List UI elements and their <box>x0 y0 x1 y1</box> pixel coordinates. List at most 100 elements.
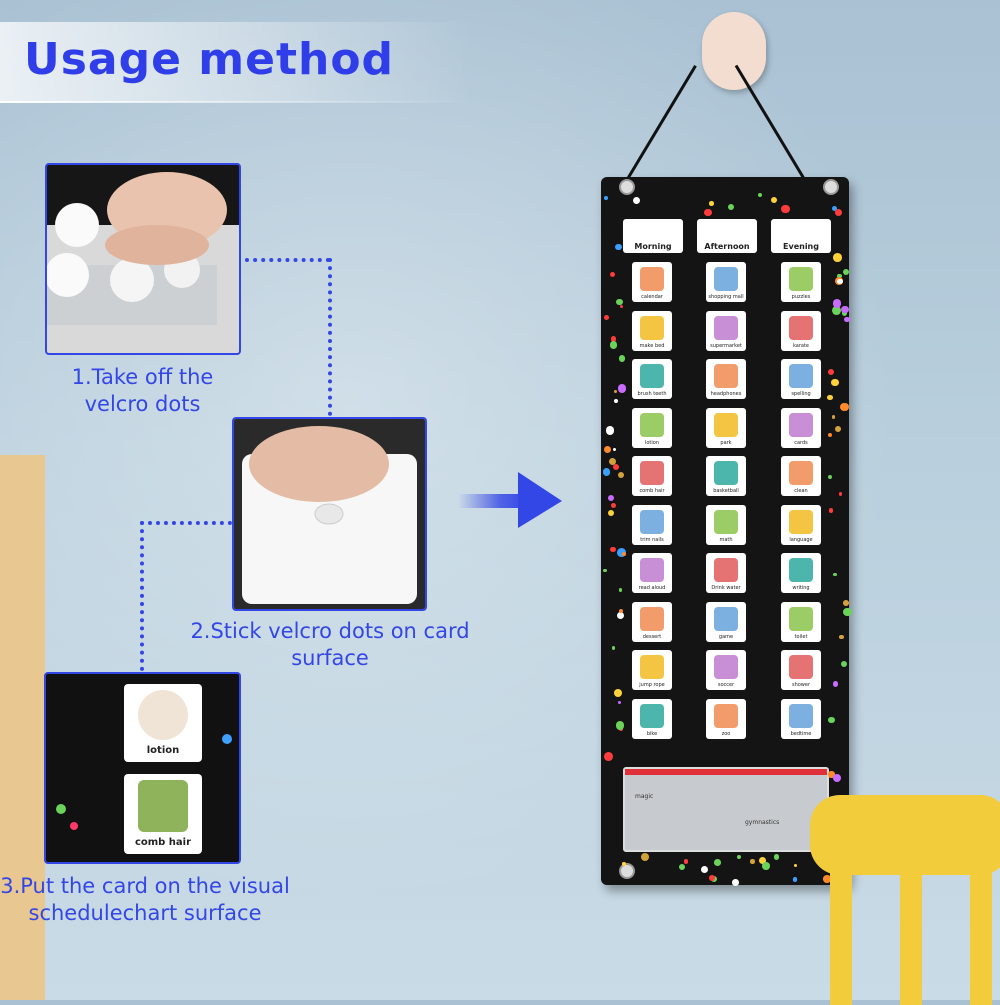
confetti-dot <box>759 857 767 865</box>
card-comb-hair-label: comb hair <box>134 837 192 848</box>
schedule-card[interactable]: bedtime <box>781 698 821 739</box>
schedule-card[interactable]: cards <box>781 407 821 448</box>
schedule-card[interactable]: bike <box>632 698 672 739</box>
schedule-card-label: lotion <box>644 439 660 446</box>
page-title: Usage method <box>24 34 395 85</box>
schedule-card[interactable]: park <box>706 407 746 448</box>
confetti-dot <box>612 646 616 650</box>
schedule-card-label: jump rope <box>639 682 665 688</box>
card-illustration-icon <box>714 606 738 631</box>
confetti-dot <box>781 204 790 214</box>
schedule-card-label: brush teeth <box>637 391 667 397</box>
lotion-illustration-icon <box>138 690 188 740</box>
schedule-card[interactable]: headphones <box>706 359 746 399</box>
title-banner <box>0 22 470 102</box>
schedule-card[interactable]: clean <box>781 456 821 496</box>
yellow-chair <box>810 795 1000 1005</box>
card-illustration-icon <box>640 461 664 485</box>
schedule-card-label: game <box>718 633 734 640</box>
schedule-card[interactable]: dessert <box>632 601 672 642</box>
confetti-dot <box>831 378 839 387</box>
schedule-card[interactable]: soccer <box>706 650 746 690</box>
confetti-dot <box>831 206 837 212</box>
confetti-dot <box>604 751 613 761</box>
connector-2-horizontal <box>140 521 232 525</box>
card-illustration-icon <box>714 558 738 582</box>
schedule-card[interactable]: spelling <box>781 359 821 399</box>
confetti-dot <box>604 315 610 320</box>
step-2-photo <box>232 417 427 611</box>
schedule-card[interactable]: trim nails <box>632 504 672 545</box>
schedule-card[interactable]: make bed <box>632 310 672 351</box>
card-stick-illustration <box>234 419 425 609</box>
schedule-card-label: dessert <box>642 633 662 640</box>
schedule-card[interactable]: toilet <box>781 601 821 642</box>
confetti-dot <box>840 402 849 412</box>
comb-hair-illustration-icon <box>138 780 188 832</box>
card-lotion: lotion <box>124 684 202 762</box>
wall-hook <box>702 12 766 90</box>
confetti-dot <box>839 634 844 640</box>
card-illustration-icon <box>789 267 813 291</box>
schedule-card[interactable]: calendar <box>632 262 672 302</box>
schedule-card[interactable]: shopping mall <box>706 262 746 302</box>
card-illustration-icon <box>640 364 664 388</box>
confetti-dot <box>678 864 685 871</box>
confetti-dot <box>616 298 623 305</box>
step-3-label: 3.Put the card on the visual schedulecha… <box>0 874 290 925</box>
schedule-card[interactable]: shower <box>781 650 821 690</box>
schedule-card-label: park <box>720 439 732 446</box>
confetti-dot <box>827 475 832 480</box>
schedule-card[interactable]: brush teeth <box>632 359 672 399</box>
schedule-card[interactable]: supermarket <box>706 310 746 351</box>
confetti-dot <box>709 201 714 206</box>
schedule-card[interactable]: read aloud <box>632 553 672 593</box>
confetti-dot <box>613 389 617 393</box>
card-lotion-label: lotion <box>146 745 180 756</box>
velcro-peel-illustration <box>47 172 239 353</box>
card-illustration-icon <box>714 461 738 485</box>
confetti-dot <box>617 700 621 704</box>
card-illustration-icon <box>789 364 813 388</box>
confetti-dot <box>841 305 849 314</box>
schedule-card[interactable]: zoo <box>706 698 746 739</box>
card-illustration-icon <box>714 655 738 679</box>
confetti-dot <box>703 208 712 217</box>
schedule-card-label: zoo <box>721 730 731 737</box>
confetti-dot <box>222 734 232 744</box>
schedule-card[interactable]: karate <box>781 310 821 351</box>
confetti-dot <box>609 272 615 278</box>
schedule-card[interactable]: comb hair <box>632 456 672 496</box>
confetti-dot <box>618 588 623 592</box>
schedule-card[interactable]: puzzles <box>781 262 821 302</box>
confetti-dot <box>832 680 839 687</box>
schedule-card[interactable]: writing <box>781 553 821 593</box>
schedule-card[interactable]: Drink water <box>706 553 746 593</box>
connector-2-vertical <box>140 521 144 671</box>
schedule-card[interactable]: math <box>706 504 746 545</box>
confetti-dot <box>56 804 66 814</box>
confetti-dot <box>844 316 850 323</box>
pocket-card-label: gymnastics <box>745 819 780 826</box>
confetti-dot <box>70 822 78 830</box>
grommet <box>619 863 635 879</box>
schedule-card[interactable]: basketball <box>706 456 746 496</box>
schedule-card-label: supermarket <box>710 342 742 349</box>
schedule-card[interactable]: lotion <box>632 407 672 448</box>
schedule-card[interactable]: jump rope <box>632 650 672 690</box>
confetti-dot <box>750 859 755 864</box>
card-illustration-icon <box>640 412 664 437</box>
card-illustration-icon <box>789 412 813 437</box>
confetti-dot <box>615 243 623 251</box>
schedule-card[interactable]: language <box>781 504 821 545</box>
confetti-dot <box>727 203 735 211</box>
schedule-card[interactable]: game <box>706 601 746 642</box>
confetti-dot <box>833 253 842 262</box>
confetti-dot <box>611 502 616 508</box>
confetti-dot <box>683 859 689 864</box>
card-illustration-icon <box>789 558 813 582</box>
confetti-dot <box>612 447 616 451</box>
confetti-dot <box>615 721 625 731</box>
schedule-card-label: language <box>789 536 813 543</box>
grommet <box>823 179 839 195</box>
